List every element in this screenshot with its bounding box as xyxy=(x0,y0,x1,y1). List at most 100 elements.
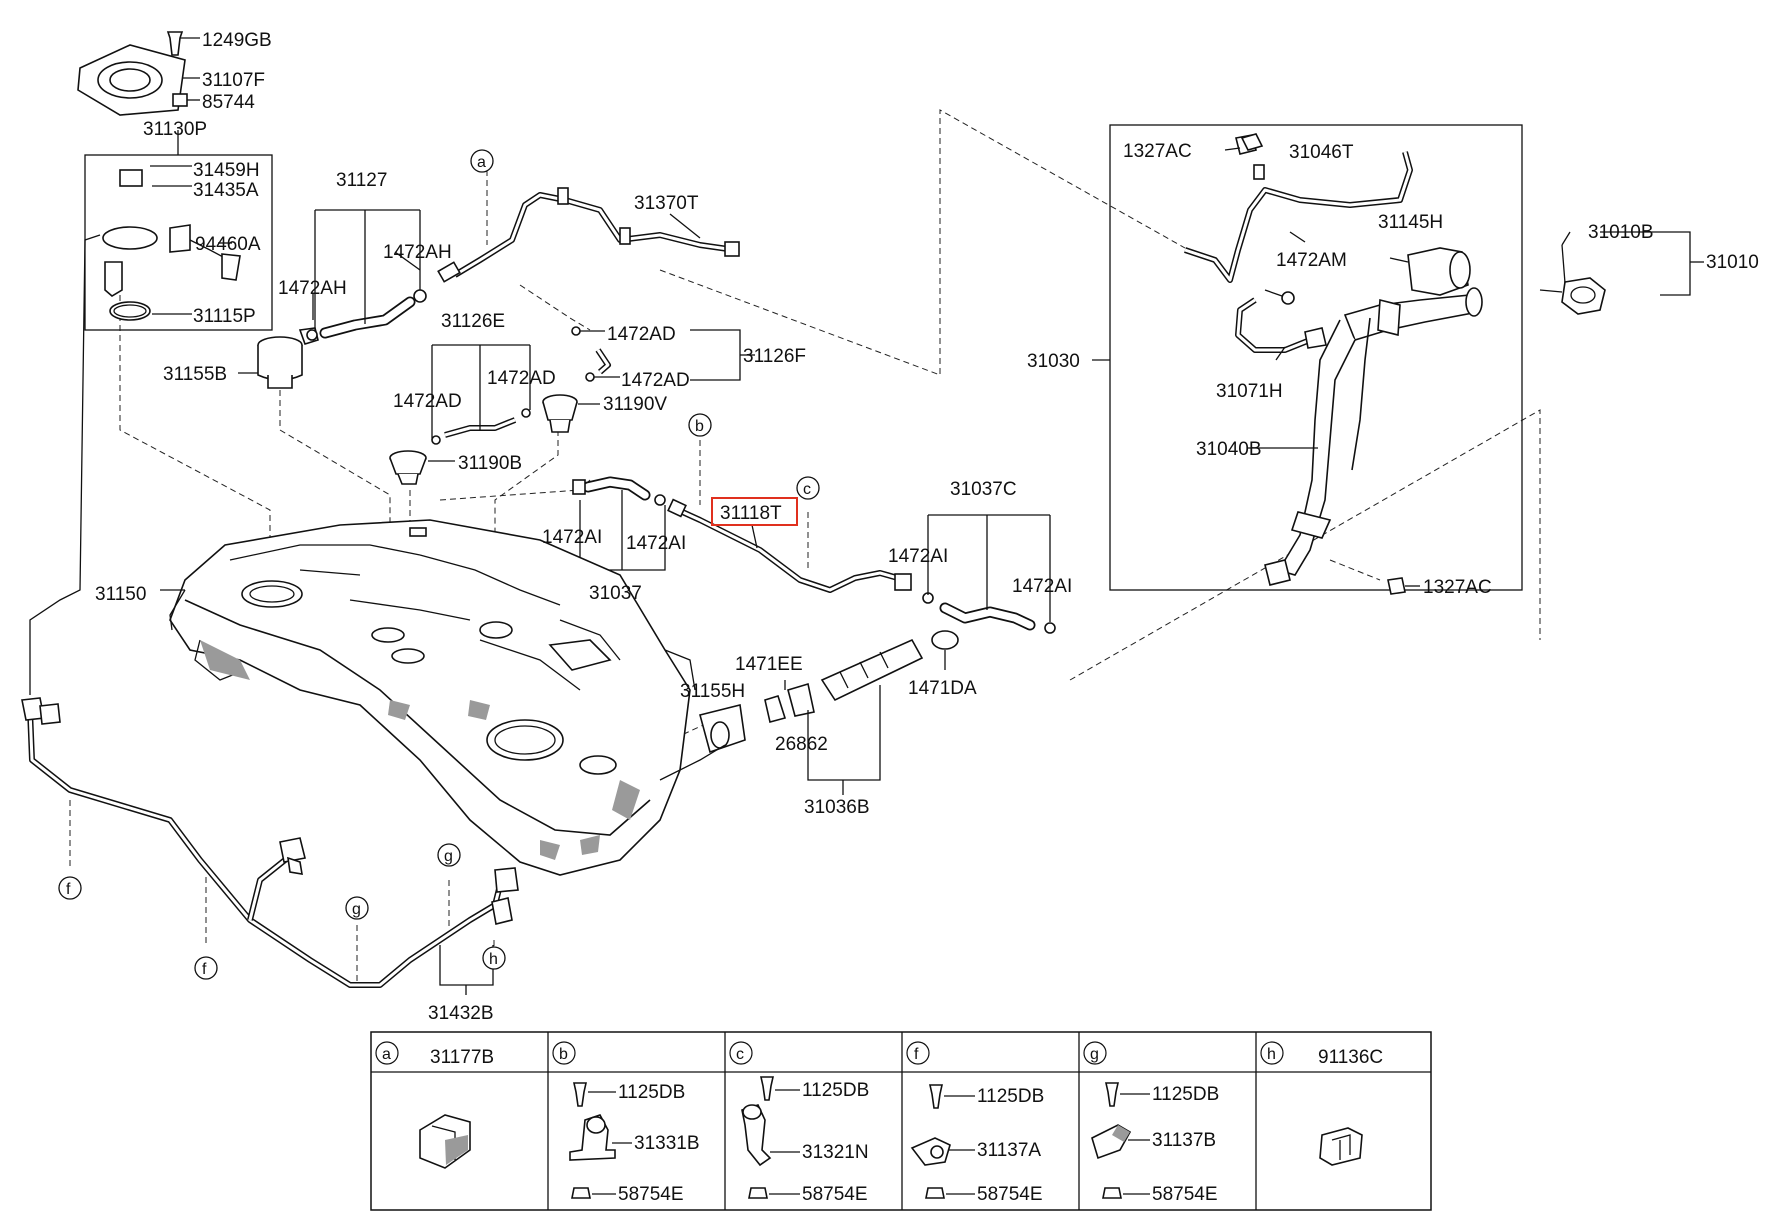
callout-circle-f1 xyxy=(58,876,82,900)
filler-neck-assembly-31030 xyxy=(1092,124,1523,595)
bolt-icon-f xyxy=(929,1084,943,1109)
callout-circle-g1 xyxy=(345,896,369,920)
label-1472ah-right: 1472AH xyxy=(383,242,452,263)
label-1472am: 1472AM xyxy=(1276,250,1347,271)
legend-c-item-2: 31321N xyxy=(802,1142,869,1163)
legend-letter-b: b xyxy=(559,1046,568,1063)
vent-tubes-31126 xyxy=(431,326,755,445)
label-1471da: 1471DA xyxy=(908,678,977,699)
label-31155b: 31155B xyxy=(163,364,227,385)
label-31036b: 31036B xyxy=(804,797,870,818)
legend-g-item-2: 31137B xyxy=(1152,1130,1216,1151)
legend-b-item-2: 31331B xyxy=(634,1133,700,1154)
filler-neck-31036b xyxy=(699,630,959,795)
legend-column-c: c 1125DB 31321N 58754E xyxy=(729,1041,869,1205)
legend-c-item-1: 1125DB xyxy=(802,1080,869,1101)
vapor-tube-31370t xyxy=(437,187,740,283)
legend-f-item-3: 58754E xyxy=(977,1184,1043,1205)
label-1472ad-right: 1472AD xyxy=(621,370,690,391)
hose-31037c xyxy=(922,514,1056,634)
bolt-icon-g xyxy=(1105,1082,1119,1107)
rollover-valve-31190b xyxy=(389,450,455,485)
callout-circle-c xyxy=(796,476,820,500)
legend-column-f: f 1125DB 31137A 58754E xyxy=(906,1041,1044,1205)
callout-g-left: g xyxy=(352,901,361,918)
fuel-line-harness-31432b xyxy=(21,234,519,995)
legend-part-91136c: 91136C xyxy=(1318,1047,1383,1068)
callout-g-right: g xyxy=(444,848,453,865)
legend-c-item-3: 58754E xyxy=(802,1184,868,1205)
label-31155h: 31155H xyxy=(680,681,745,702)
callout-f-left: f xyxy=(66,881,71,898)
legend-letter-a: a xyxy=(382,1046,391,1063)
legend-b-item-3: 58754E xyxy=(618,1184,684,1205)
label-31046t: 31046T xyxy=(1289,142,1354,163)
callout-f-right: f xyxy=(202,961,207,978)
fuel-filter-31155b xyxy=(238,327,319,389)
legend-g-item-3: 58754E xyxy=(1152,1184,1218,1205)
label-1472ai-b: 1472AI xyxy=(626,533,686,554)
legend-letter-g: g xyxy=(1090,1046,1099,1063)
label-31107f: 31107F xyxy=(202,70,265,91)
fuel-tank-31150 xyxy=(160,519,726,876)
bolt-icon-b xyxy=(573,1082,587,1107)
label-94460a: 94460A xyxy=(195,234,261,255)
legend-f-item-2: 31137A xyxy=(977,1140,1041,1161)
label-31145h: 31145H xyxy=(1378,212,1443,233)
label-1472ah-left: 1472AH xyxy=(278,278,347,299)
legend-letter-h: h xyxy=(1267,1046,1276,1063)
label-31150: 31150 xyxy=(95,584,146,605)
screw-1249gb xyxy=(166,31,184,56)
legend-column-g: g 1125DB 31137B 58754E xyxy=(1083,1041,1219,1205)
callout-a: a xyxy=(477,154,486,171)
callout-circle-g2 xyxy=(437,843,461,867)
label-26862: 26862 xyxy=(775,734,828,755)
label-1472ai-c: 1472AI xyxy=(888,546,948,567)
legend-letter-c: c xyxy=(736,1046,744,1063)
label-31037: 31037 xyxy=(589,583,642,604)
label-1249gb: 1249GB xyxy=(202,30,272,51)
callout-h: h xyxy=(489,951,498,968)
pump-plate-assembly xyxy=(77,31,200,116)
filler-tube-31118t xyxy=(667,498,912,593)
label-1472ad-left: 1472AD xyxy=(393,391,462,412)
label-31190b: 31190B xyxy=(458,453,522,474)
callout-markers: a b c f f g g h xyxy=(58,149,820,980)
rollover-valve-31190v xyxy=(542,394,600,433)
nut-icon-b xyxy=(571,1187,591,1199)
callout-circle-f2 xyxy=(194,956,218,980)
fuel-cap-31010 xyxy=(1539,231,1704,315)
label-1327ac-top: 1327AC xyxy=(1123,141,1192,162)
retainer-91136c-icon xyxy=(1319,1127,1363,1166)
label-1472ai-d: 1472AI xyxy=(1012,576,1072,597)
callout-circle-h xyxy=(482,946,506,970)
label-31040b: 31040B xyxy=(1196,439,1262,460)
legend-column-a: a 31177B xyxy=(375,1041,494,1169)
legend-table: a 31177B b 1125DB 31331B 58754E c xyxy=(370,1031,1432,1211)
legend-f-item-1: 1125DB xyxy=(977,1086,1044,1107)
nut-icon-g xyxy=(1102,1187,1122,1199)
highlight-box-31118t xyxy=(711,497,798,526)
callout-circle-b xyxy=(688,413,712,437)
label-31037c: 31037C xyxy=(950,479,1017,500)
label-31130p: 31130P xyxy=(143,119,207,140)
nut-85744 xyxy=(172,93,188,107)
label-31432b: 31432B xyxy=(428,1003,494,1024)
label-1472ai-a: 1472AI xyxy=(542,527,602,548)
legend-letter-f: f xyxy=(914,1046,919,1063)
label-31010b: 31010B xyxy=(1588,222,1654,243)
part-labels: 1249GB 31107F 85744 31130P 31459H 31435A… xyxy=(95,30,1759,1024)
callout-c: c xyxy=(803,481,811,498)
hose-31037 xyxy=(572,476,666,571)
label-31127: 31127 xyxy=(336,170,387,191)
label-31115p: 31115P xyxy=(193,306,256,327)
label-31126e: 31126E xyxy=(441,311,505,332)
label-31010: 31010 xyxy=(1706,252,1759,273)
legend-part-31177b: 31177B xyxy=(430,1047,494,1068)
callout-b: b xyxy=(695,418,704,435)
bolt-icon-c xyxy=(760,1076,774,1101)
callout-circle-a xyxy=(470,149,494,173)
label-1472ad-top: 1472AD xyxy=(607,324,676,345)
